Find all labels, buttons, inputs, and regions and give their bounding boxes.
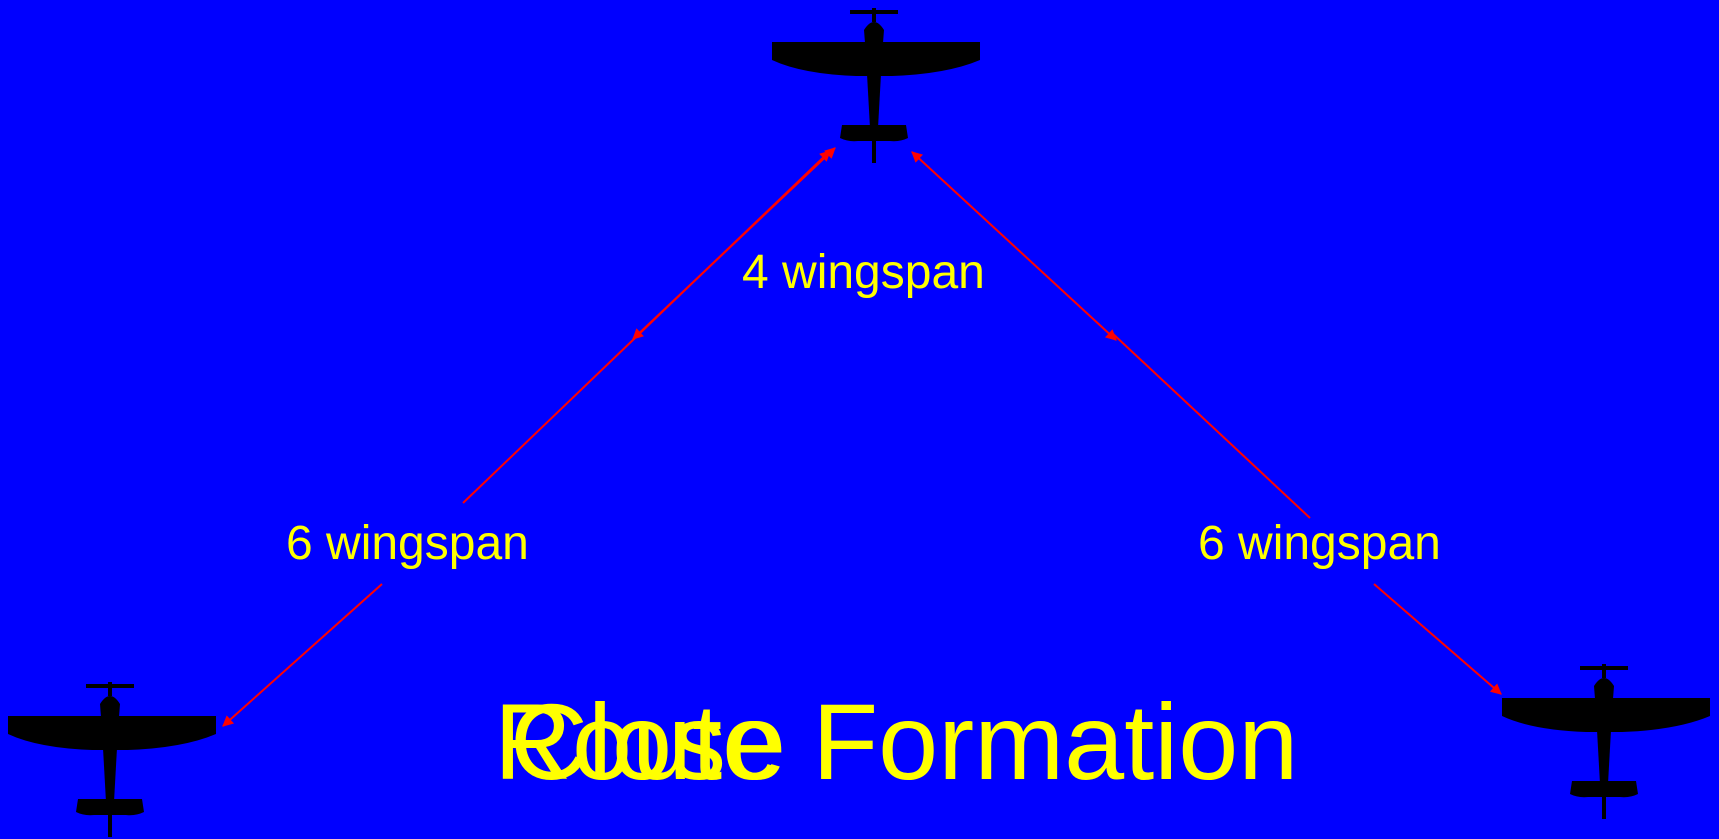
right-distance-label: 6 wingspan bbox=[1198, 517, 1441, 570]
arrow-left-6-upper bbox=[462, 150, 831, 504]
arrow-right-6-lower bbox=[1373, 583, 1502, 695]
arrow-right-6-upper bbox=[1110, 331, 1311, 519]
arrow-lead-right-4 bbox=[911, 151, 1117, 341]
left-wingman-aircraft-icon bbox=[8, 682, 218, 837]
title-overlay-text: Close bbox=[510, 681, 787, 802]
arrow-left-6-lower bbox=[222, 583, 383, 727]
top-distance-label: 4 wingspan bbox=[742, 246, 985, 299]
right-wingman-aircraft-icon bbox=[1502, 664, 1712, 819]
left-distance-label: 6 wingspan bbox=[286, 517, 529, 570]
title-main-text: Route Formation bbox=[494, 681, 1299, 802]
lead-aircraft-icon bbox=[772, 8, 982, 163]
